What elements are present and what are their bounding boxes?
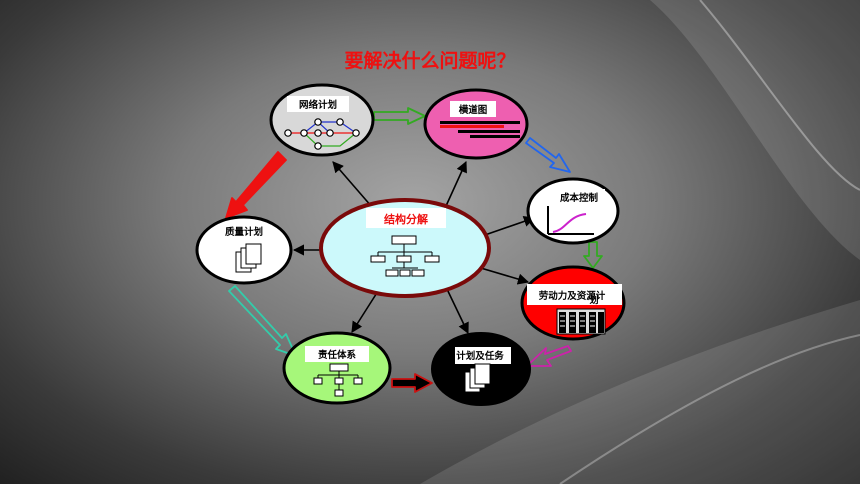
- connector-to-network: [332, 161, 373, 208]
- node-gantt-label: 横道图: [459, 104, 488, 116]
- node-resp-label: 责任体系: [318, 349, 357, 361]
- gantt-bars-icon: [440, 121, 520, 138]
- node-network-label: 网络计划: [299, 99, 337, 111]
- org-chart-icon: [370, 235, 440, 277]
- slide-title: 要解决什么问题呢？: [344, 49, 515, 72]
- arrow-labor-to-plan: [526, 345, 572, 367]
- arrow-network-to-quality: [225, 151, 287, 219]
- org-tree-icon: [313, 363, 363, 397]
- node-labor[interactable]: 劳动力及资源计 划: [520, 265, 626, 341]
- node-labor-label-overlay: 划: [589, 294, 598, 306]
- node-network[interactable]: 网络计划: [269, 83, 375, 157]
- node-resp[interactable]: 责任体系: [282, 331, 392, 405]
- center-connectors: [292, 160, 536, 335]
- arrow-cost-to-labor: [583, 241, 603, 269]
- node-gantt[interactable]: 横道图: [423, 88, 529, 160]
- node-labor-label: 劳动力及资源计: [539, 290, 606, 302]
- node-plan-label: 计划及任务: [456, 350, 504, 362]
- connector-to-plan: [445, 286, 469, 335]
- node-quality-label: 质量计划: [225, 226, 263, 238]
- flow-arrows: [225, 107, 603, 393]
- cost-curve-icon: [547, 206, 594, 235]
- node-cost[interactable]: 成本控制: [526, 177, 620, 245]
- node-plan[interactable]: 计划及任务: [431, 332, 531, 406]
- connector-to-cost: [481, 216, 536, 237]
- node-quality[interactable]: 质量计划: [195, 215, 293, 285]
- arrow-network-to-gantt: [373, 107, 426, 125]
- arrow-resp-to-plan: [391, 373, 433, 393]
- resource-columns-icon: [556, 308, 606, 335]
- connector-to-gantt: [445, 160, 467, 207]
- node-cost-label: 成本控制: [560, 192, 599, 204]
- network-graph-icon: [284, 118, 360, 150]
- node-wbs-label: 结构分解: [383, 212, 428, 226]
- connector-to-resp: [351, 287, 381, 333]
- documents-icon: [464, 363, 491, 393]
- arrow-gantt-to-cost: [525, 137, 571, 173]
- node-wbs[interactable]: 结构分解: [319, 198, 491, 298]
- arrow-quality-to-resp: [228, 285, 297, 357]
- documents-icon: [235, 243, 262, 273]
- background-swoosh: [420, 0, 860, 485]
